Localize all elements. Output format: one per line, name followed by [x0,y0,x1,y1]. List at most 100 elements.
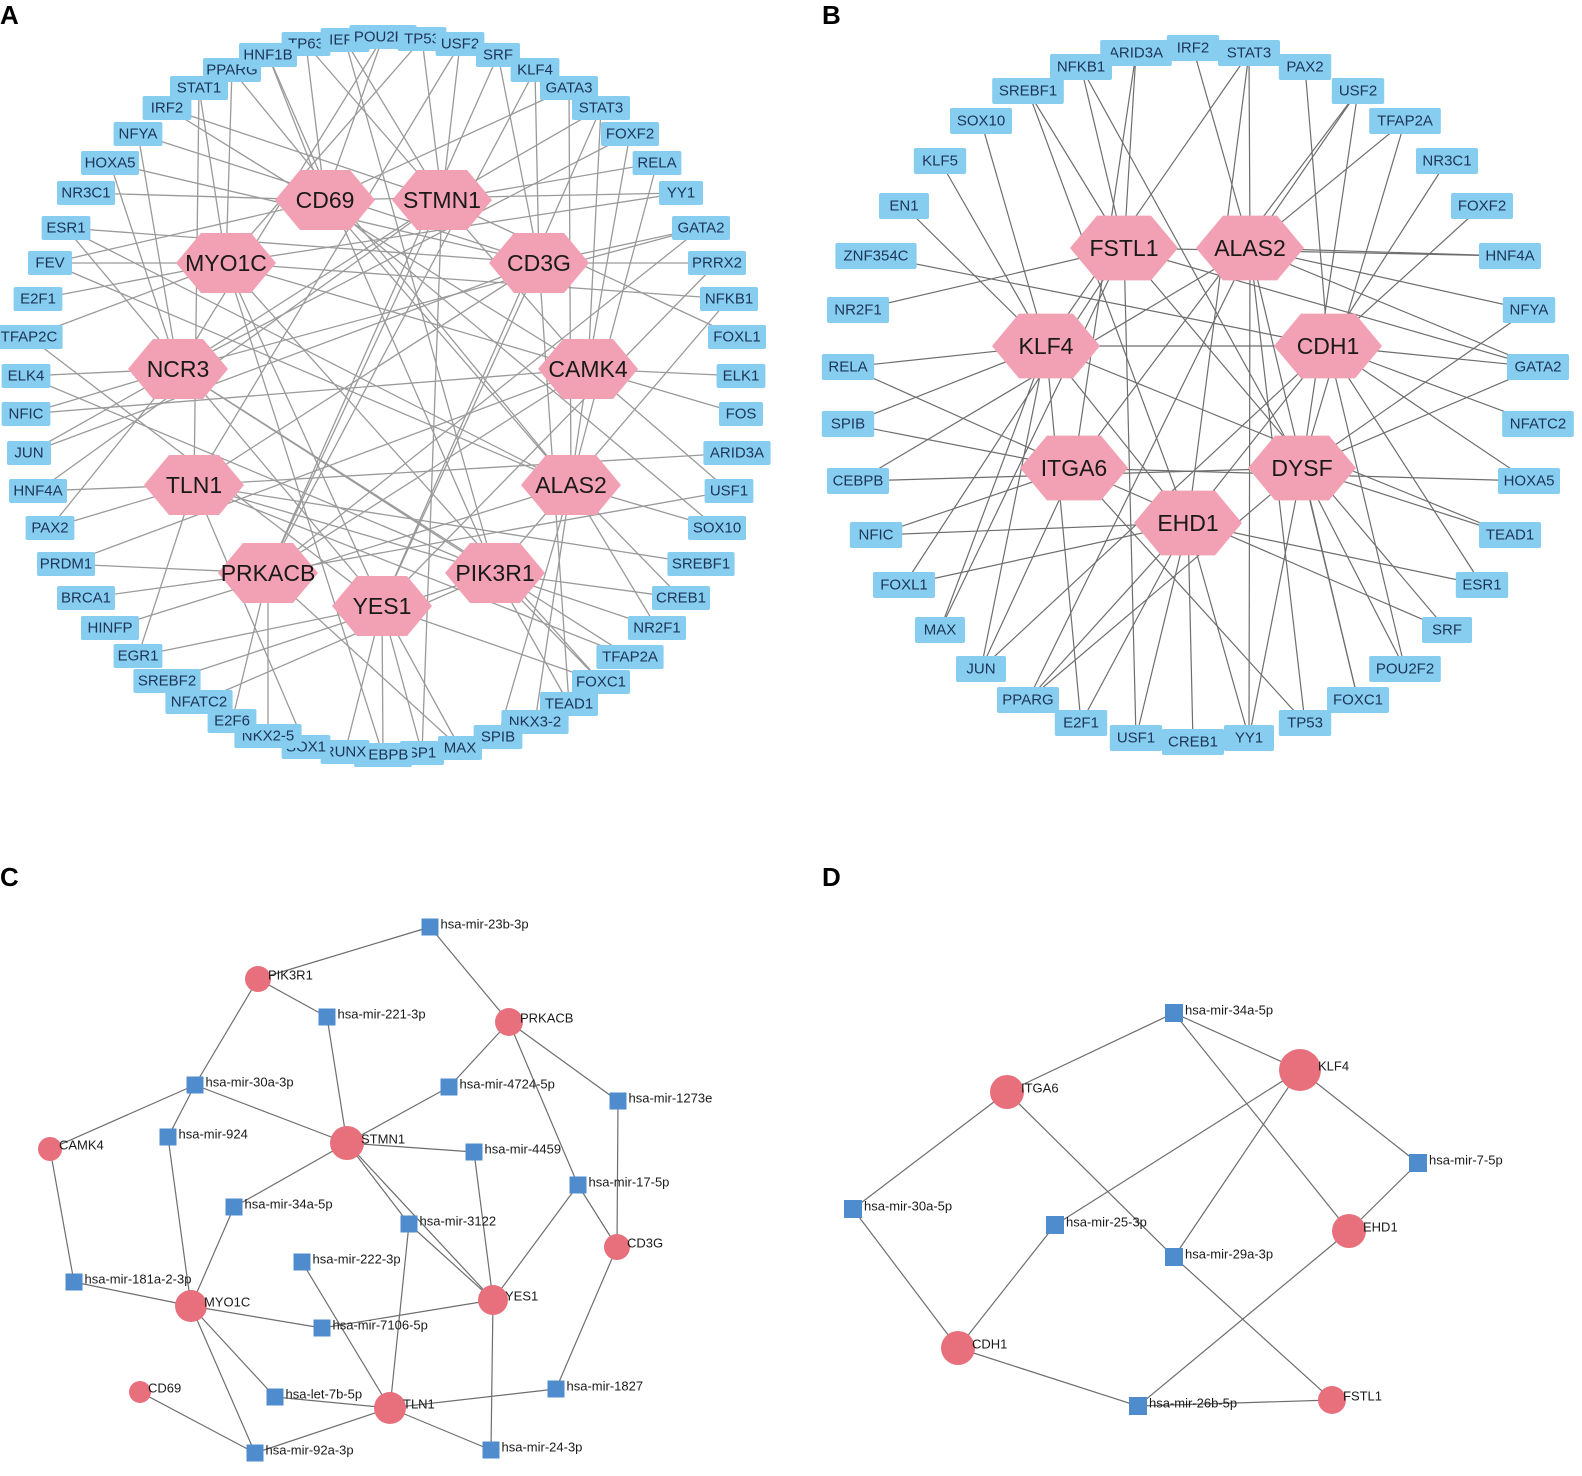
tf-node-tp53: TP53 [397,27,447,51]
edge-myo1c-yes1 [225,262,383,607]
tf-node-srf: SRF [476,43,520,67]
tf-label: EN1 [889,198,918,215]
gene-label: STMN1 [361,1132,405,1147]
edge-cdh1-pou2f2 [1327,345,1406,670]
edge-yes1-prrx2 [381,262,718,607]
tf-node-yy1: YY1 [1224,725,1274,751]
mirna-label: hsa-mir-1273e [629,1091,713,1106]
gene-node-fstl1: FSTL1 [1318,1386,1382,1414]
tf-box [879,193,929,219]
tf-node-tfap2a: TFAP2A [1369,108,1441,134]
edge-hsa-mir-4724-5p-stmn1 [346,1086,450,1144]
edge-ehd1-creb1 [1187,522,1194,743]
tf-box [142,96,192,120]
tf-label: RUNX [324,744,367,761]
mirna-label: hsa-let-7b-5p [286,1387,363,1402]
edge-myo1c-nfkb1 [225,262,730,300]
edge-pik3r1-nfkb1 [494,298,730,574]
hub-node-cdh1: CDH1 [1274,313,1382,379]
tf-box [473,725,523,749]
edge-cdh1-znf354c [875,255,1329,347]
tf-node-tfap2c: TFAP2C [0,325,63,349]
tf-box [1166,35,1220,61]
tf-box [397,27,447,51]
hub-label: CDH1 [1297,333,1360,359]
hub-label: CAMK4 [548,356,627,382]
gene-node-yes1: YES1 [478,1285,538,1315]
edge-prkacb-hsa-mir-1273e [508,1021,619,1102]
tf-box [57,181,115,205]
tf-node-usf1: USF1 [704,479,754,503]
tf-node-sox10: SOX10 [688,516,746,540]
hub-label: MYO1C [185,250,267,276]
tf-node-egr1: EGR1 [113,644,163,668]
hub-label: YES1 [353,593,412,619]
tf-label: SPIB [481,729,515,746]
hub-hexagon [521,455,621,515]
hub-hexagon [176,233,276,293]
gene-label: KLF4 [1318,1059,1349,1074]
edge-stmn1-prkacb [267,199,443,574]
edge-ehd1-e2f1 [1080,522,1189,724]
tf-node-nr2f1: NR2F1 [628,616,686,640]
tf-label: RELA [828,359,867,376]
edge-pik3r1-ief2 [344,39,496,574]
tf-box [113,644,163,668]
tf-label: ESR1 [46,220,85,237]
tf-node-nr3c1: NR3C1 [1416,148,1478,174]
edge-hsa-mir-34a-5p-ehd1 [1173,1012,1350,1232]
hub-hexagon [445,543,545,603]
edge-itga6-hsa-mir-29a-3p [1006,1091,1175,1258]
edge-ehd1-esr1 [1187,522,1483,586]
edge-dysf-pparg [1027,467,1303,701]
tf-label: KLF5 [922,153,958,170]
hub-node-myo1c: MYO1C [176,233,276,293]
tf-label: HINFP [88,620,133,637]
edge-stmn1-hsa-mir-34a-5p [233,1142,348,1208]
tf-node-nfya: NFYA [1502,297,1556,323]
tf-node-runx: RUNX [320,740,370,764]
tf-box [165,690,233,714]
gene-label: CAMK4 [59,1138,104,1153]
gene-node-tln1: TLN1 [374,1392,435,1424]
tf-box [133,669,201,693]
tf-label: GATA3 [546,80,593,97]
edge-ncr3-nfya [137,133,179,370]
mirna-node-hsa-mir-26b-5p: hsa-mir-26b-5p [1129,1396,1237,1415]
edge-hsa-mir-25-3p-cdh1 [957,1224,1056,1349]
tf-box [1218,40,1280,66]
tf-node-pax2: PAX2 [25,516,75,540]
edge-alas2-spib [497,484,572,738]
hub-label: TLN1 [166,472,222,498]
tf-box [1507,354,1569,380]
gene-node-stmn1: STMN1 [330,1126,405,1160]
mirna-square [1165,1004,1183,1022]
mirna-square [400,1215,418,1233]
tf-node-fos: FOS [719,402,763,426]
tf-box [704,479,754,503]
tf-box [438,736,482,760]
gene-circle [1332,1214,1366,1248]
edge-prkacb-hsa-mir-4724-5p [448,1021,510,1088]
edge-hsa-mir-34a-5p-klf4 [1173,1012,1301,1071]
tf-node-gata2: GATA2 [672,216,730,240]
edge-cd3g-klf4 [534,69,540,264]
edge-pik3r1-srebf2 [166,572,496,682]
mirna-label: hsa-mir-3122 [420,1214,497,1229]
edge-stmn1-hsa-mir-3122 [346,1142,410,1225]
edge-klf4-jun [980,345,1047,670]
hub-hexagon [144,455,244,515]
tf-box [1,402,51,426]
tf-label: USF2 [441,36,479,53]
gene-circle [604,1234,630,1260]
mirna-square [246,1444,264,1462]
tf-label: JUN [14,445,43,462]
tf-box [37,552,95,576]
tf-node-brca1: BRCA1 [57,586,115,610]
edge-alas2-gata2 [1249,247,1539,368]
edge-myo1c-hsa-mir-92a-3p [190,1305,256,1454]
tf-box [13,287,63,311]
tf-node-arid3a: ARID3A [703,441,771,465]
mirna-square [1046,1216,1064,1234]
